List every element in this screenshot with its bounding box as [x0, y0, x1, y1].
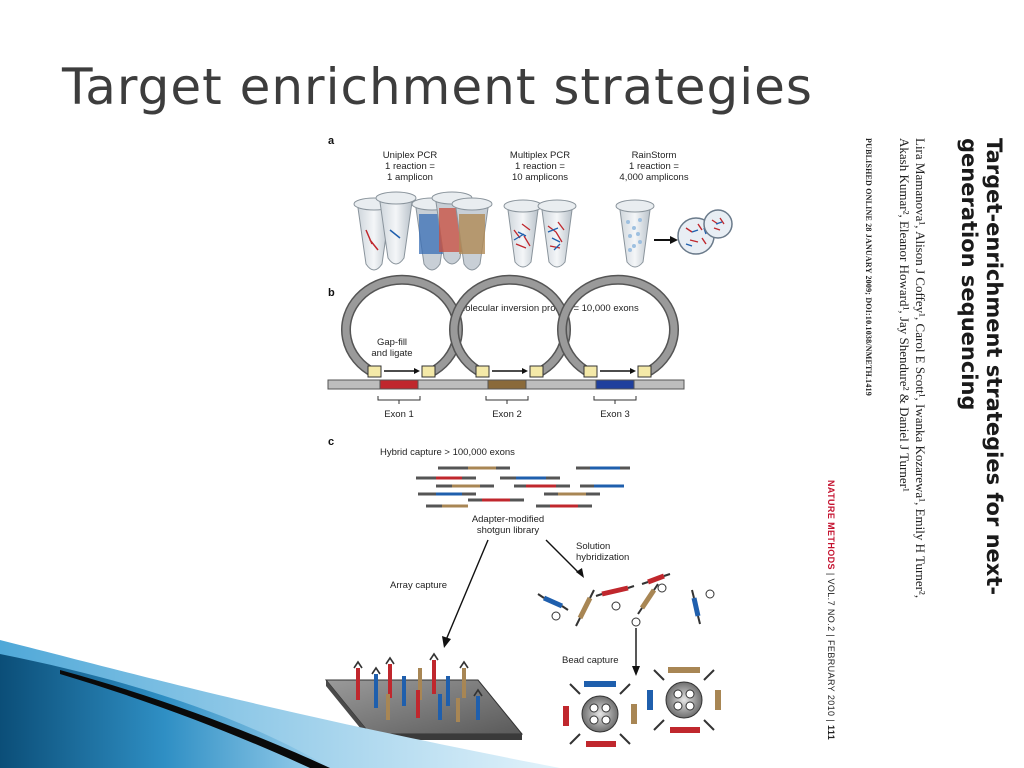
solution-label-1: Solution [576, 541, 610, 552]
uniplex-label-2: 1 reaction = [385, 161, 435, 172]
enrichment-figure-svg: a Uniplex PCR 1 reaction = 1 amplicon Mu… [324, 135, 733, 747]
enrichment-figure: a Uniplex PCR 1 reaction = 1 amplicon Mu… [318, 128, 848, 750]
mip-title: Molecular inversion probes = 10,000 exon… [457, 303, 639, 314]
exon-2-label: Exon 2 [492, 409, 522, 420]
gapfill-label-1: Gap-fill [377, 337, 407, 348]
page-number: 111 [826, 724, 836, 741]
exon-1-label: Exon 1 [384, 409, 414, 420]
multiplex-tubes [503, 199, 577, 268]
solution-hybrids [537, 573, 715, 627]
published-line: PUBLISHED ONLINE 28 JANUARY 2009; DOI:10… [864, 138, 873, 396]
rainstorm-label-2: 1 reaction = [629, 161, 679, 172]
exon-3-label: Exon 3 [600, 409, 630, 420]
library-label-1: Adapter-modified [472, 514, 544, 525]
panel-b-letter: b [328, 287, 335, 299]
uniplex-label-1: Uniplex PCR [383, 150, 438, 161]
rainstorm-tube-and-droplets [615, 199, 733, 268]
shotgun-library-fragments [416, 466, 630, 508]
capture-bead-1 [563, 681, 637, 747]
authors-line-1: Lira Mamanova¹, Alison J Coffey¹, Carol … [913, 138, 928, 599]
multiplex-label-1: Multiplex PCR [510, 150, 570, 161]
slide-title: Target enrichment strategies [62, 58, 813, 116]
uniplex-label-3: 1 amplicon [387, 172, 433, 183]
panel-a-letter: a [328, 135, 335, 147]
authors-line-2: Akash Kumar², Eleanor Howard¹, Jay Shend… [897, 138, 912, 492]
array-capture-label: Array capture [390, 580, 447, 591]
paper-title-line-2: generation sequencing [957, 138, 981, 411]
mip-probes [327, 274, 685, 404]
multiplex-label-2: 1 reaction = [515, 161, 565, 172]
journal-issue: | VOL.7 NO.2 | FEBRUARY 2010 | [826, 569, 836, 725]
paper-authors: Lira Mamanova¹, Alison J Coffey¹, Carol … [896, 138, 928, 598]
capture-bead-2 [647, 667, 721, 733]
uniplex-tubes [353, 191, 493, 271]
paper-title: Target-enrichment strategies for next- g… [956, 138, 1006, 595]
multiplex-label-3: 10 amplicons [512, 172, 568, 183]
paper-title-line-1: Target-enrichment strategies for next- [982, 138, 1006, 596]
hybrid-capture-title: Hybrid capture > 100,000 exons [380, 447, 515, 458]
panel-c-letter: c [328, 436, 334, 448]
journal-footer: NATURE METHODS | VOL.7 NO.2 | FEBRUARY 2… [826, 480, 836, 740]
rainstorm-label-1: RainStorm [632, 150, 677, 161]
rainstorm-label-3: 4,000 amplicons [619, 172, 688, 183]
solution-label-2: hybridization [576, 552, 629, 563]
bead-capture-label: Bead capture [562, 655, 619, 666]
gapfill-label-2: and ligate [371, 348, 412, 359]
library-label-2: shotgun library [477, 525, 540, 536]
journal-name: NATURE METHODS [826, 480, 836, 570]
capture-array-plate [324, 652, 524, 740]
decorative-swoosh [0, 640, 560, 768]
